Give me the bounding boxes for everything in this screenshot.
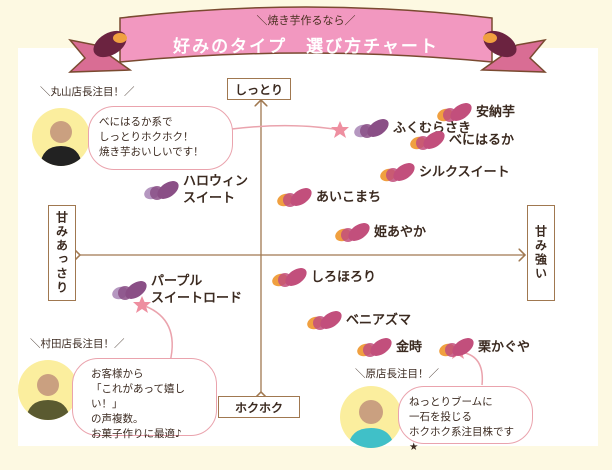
variety-name: あいこまち [316,189,382,205]
purple-sweet-potato-icon [112,281,147,300]
variety-name: パープル スイートロード [151,274,243,306]
variety-name: ハロウィン スイート [183,174,249,206]
variety-item: 栗かぐや [437,335,530,359]
variety-name: 姫あやか [374,224,427,240]
variety-item: ふくむらさき [352,116,471,140]
comment-bubble: ねっとりブームに 一石を投じる ホクホク系注目株です★ [398,386,533,453]
attention-label: ＼原店長注目！／ [355,368,439,380]
variety-name: ふくむらさき [393,120,472,136]
comment-bubble: お客様から 「これがあって嬉しい！」 の声複数。 お菓子作りに最適♪ [72,358,217,440]
purple-sweet-potato-icon [144,181,179,200]
axis-label-moist: しっとり [227,78,291,100]
sweet-potato-icon [437,103,472,122]
sweet-potato-icon [93,30,127,58]
page-title: 好みのタイプ 選び方チャート [173,37,439,57]
sweet-potato-icon [439,338,474,357]
manager-photo [32,108,90,166]
variety-name: べにはるか [449,132,515,148]
variety-item: べにはるか [408,128,514,152]
variety-name: 栗かぐや [478,339,531,355]
axis-label-strong-sweet: 甘み強い [527,205,555,301]
variety-item: ハロウィン スイート [142,173,248,207]
purple-sweet-potato-icon [354,119,389,138]
sweet-potato-icon [335,223,370,242]
variety-item: 安納芋 [435,100,515,124]
connector-line [144,305,173,363]
variety-name: 安納芋 [476,104,516,120]
attention-label: ＼丸山店長注目！／ [40,86,135,98]
variety-item: しろほろり [270,265,376,289]
variety-item: シルクスイート [378,160,510,184]
manager-photo [18,360,78,420]
title-ribbon [68,6,547,73]
sweet-potato-icon [307,311,342,330]
variety-item: 姫あやか [333,220,426,244]
variety-item: パープル スイートロード [110,273,242,307]
variety-name: 金時 [396,339,423,355]
variety-name: シルクスイート [419,164,510,180]
axis-label-fluffy: ホクホク [218,396,300,418]
variety-name: ベニアズマ [346,312,412,328]
variety-item: あいこまち [275,185,381,209]
sweet-potato-icon [272,268,307,287]
variety-name: しろほろり [311,269,377,285]
comment-bubble: べにはるか系で しっとりホクホク！ 焼き芋おいしいです！ [88,106,233,170]
variety-item: 金時 [355,335,422,359]
banner-subtitle: ＼焼き芋作るなら／ [256,14,356,27]
sweet-potato-icon [357,338,392,357]
manager-photo [340,386,402,448]
attention-label: ＼村田店長注目！／ [30,338,125,350]
sweet-potato-icon [483,30,517,58]
sweet-potato-icon [410,131,445,150]
axis-label-mild-sweet: 甘みあっさり [48,205,76,301]
variety-item: ベニアズマ [305,308,411,332]
sweet-potato-icon [277,188,312,207]
sweet-potato-icon [380,163,415,182]
